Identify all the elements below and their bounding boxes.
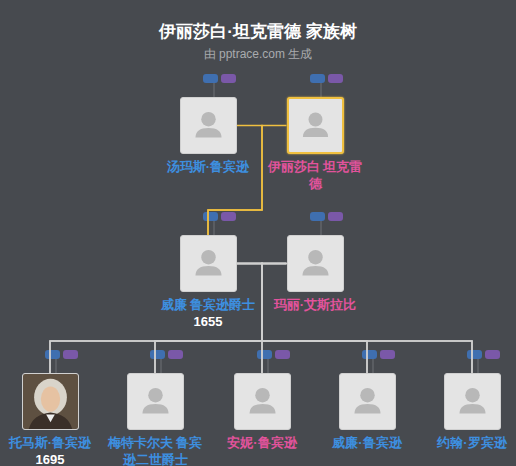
person-name: 威廉 鲁宾逊爵士: [158, 296, 258, 313]
person-name: 安妮·鲁宾逊: [212, 434, 312, 451]
avatar-icon: [340, 374, 395, 429]
person-name: 玛丽·艾斯拉比: [265, 296, 365, 313]
person-card: 威廉 鲁宾逊爵士1655: [158, 235, 258, 330]
family-link: [237, 264, 263, 374]
person-name: 约翰·罗宾逊: [422, 434, 516, 451]
portrait-photo: [22, 373, 79, 430]
person-card: 约翰·罗宾逊: [422, 373, 516, 451]
avatar-box: [287, 235, 344, 292]
avatar-icon: [181, 98, 236, 153]
birth-year: 1695: [0, 451, 100, 466]
family-link: [50, 264, 287, 374]
diagram-caption: 由 pptrace.com 生成: [0, 46, 516, 63]
avatar-icon: [23, 374, 78, 429]
person-card: 汤玛斯·鲁宾逊: [158, 97, 258, 175]
family-link: [237, 264, 473, 374]
person-card: 伊丽莎白 坦克雷德: [265, 97, 365, 192]
person-card: 梅特卡尔夫 鲁宾逊二世爵士: [105, 373, 205, 466]
person-card: 安妮·鲁宾逊: [212, 373, 312, 451]
person-card: 托马斯·鲁宾逊1695: [0, 373, 100, 466]
person-name: 伊丽莎白 坦克雷德: [265, 158, 365, 192]
person-card: 威廉·鲁宾逊: [317, 373, 417, 451]
person-name: 托马斯·鲁宾逊: [0, 434, 100, 451]
avatar-box: [234, 373, 291, 430]
person-name: 梅特卡尔夫 鲁宾逊二世爵士: [105, 434, 205, 466]
person-name: 威廉·鲁宾逊: [317, 434, 417, 451]
person-card: 玛丽·艾斯拉比: [265, 235, 365, 313]
link-badges: [310, 74, 343, 97]
avatar-icon: [128, 374, 183, 429]
avatar-box: [444, 373, 501, 430]
avatar-icon: [181, 236, 236, 291]
family-link: [262, 264, 287, 374]
link-badges: [203, 74, 236, 97]
avatar-box: [127, 373, 184, 430]
avatar-box: [339, 373, 396, 430]
avatar-box: [287, 97, 344, 154]
link-badges: [310, 212, 343, 235]
person-name: 汤玛斯·鲁宾逊: [158, 158, 258, 175]
avatar-icon: [289, 99, 342, 152]
avatar-icon: [235, 374, 290, 429]
diagram-title: 伊丽莎白·坦克雷德 家族树: [0, 20, 516, 43]
avatar-icon: [288, 236, 343, 291]
avatar-icon: [445, 374, 500, 429]
avatar-box: [180, 235, 237, 292]
birth-year: 1655: [158, 313, 258, 330]
avatar-box: [180, 97, 237, 154]
